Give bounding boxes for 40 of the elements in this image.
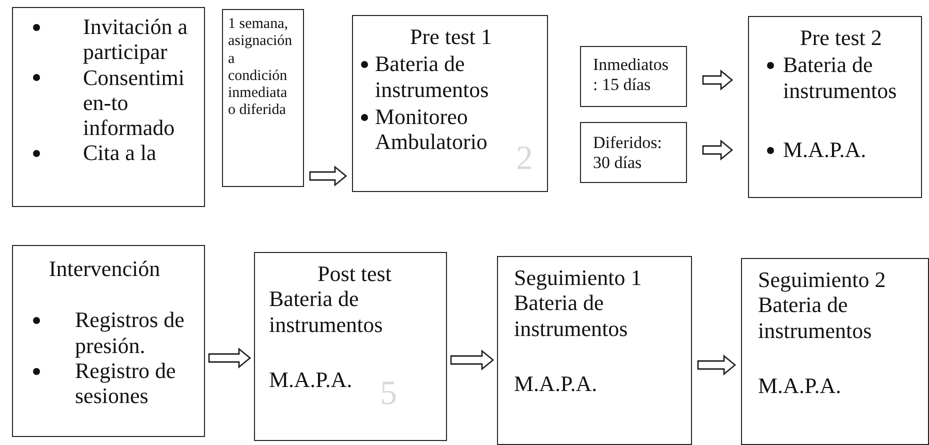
box-heading: Seguimiento 2 [758, 267, 887, 292]
bullet-item: M.A.P.A. [767, 136, 915, 162]
bullet-item: Consentimi en-to informado [27, 64, 198, 140]
process-box [12, 245, 205, 437]
block-arrow [208, 348, 252, 368]
block-arrow [702, 140, 734, 160]
block-arrow [702, 70, 734, 90]
box-text: Inmediatos : 15 días [593, 55, 670, 94]
process-box [580, 46, 687, 107]
process-box [254, 252, 447, 441]
bullet-item: Invitación a participar [27, 14, 198, 65]
box-text: Diferidos: 30 días [593, 133, 663, 172]
bullet-item: Monitoreo Ambulatorio [361, 104, 541, 154]
process-box [352, 15, 548, 192]
process-box [222, 9, 304, 187]
block-arrow [450, 350, 494, 370]
block-arrow [697, 354, 736, 376]
box-text: M.A.P.A. [269, 366, 354, 392]
box-heading: Pre test 1 [409, 24, 493, 50]
box-text: 1 semana, asignación a condición inmediata o diferida [228, 16, 294, 120]
box-heading: Post test [316, 261, 392, 286]
bullet-item: Cita a la [27, 140, 198, 166]
box-heading: Pre test 2 [799, 25, 883, 50]
bullet-item: Registro de sesiones [23, 358, 186, 408]
box-text: M.A.P.A. [758, 372, 842, 398]
bullet-item: Bateria de instrumentos [767, 52, 915, 103]
bullet-item: Registros de presión. [23, 307, 186, 358]
process-box [748, 16, 922, 198]
box-text: Bateria de instrumentos [269, 286, 384, 337]
bullet-item: Bateria de instrumentos [361, 51, 541, 102]
process-box [741, 258, 929, 445]
box-text: M.A.P.A. [514, 370, 598, 396]
box-heading: Intervención [48, 256, 162, 282]
box-text: Bateria de instrumentos [514, 290, 629, 341]
block-arrow [309, 166, 348, 186]
process-box [497, 256, 692, 445]
box-heading: Seguimiento 1 [514, 265, 643, 290]
box-text: Bateria de instrumentos [758, 292, 873, 343]
process-box [580, 122, 687, 183]
process-box [12, 7, 205, 207]
